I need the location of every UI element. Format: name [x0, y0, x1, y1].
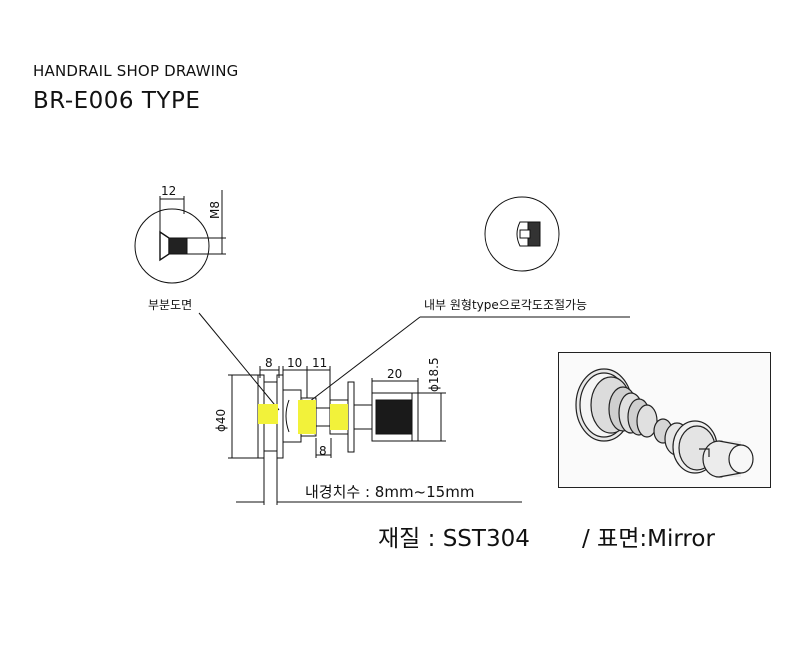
dim-8-top: 8 — [265, 356, 273, 370]
fitting-render-image — [575, 368, 754, 478]
highlight-marks — [258, 400, 348, 434]
dim-20: 20 — [387, 367, 402, 381]
drawing-title: BR-E006 TYPE — [33, 88, 201, 114]
dim-thread-label: M8 — [208, 201, 222, 219]
dim-width-label: 12 — [161, 184, 176, 198]
finish-spec: / 표면:Mirror — [582, 526, 715, 552]
screw-detail — [134, 190, 226, 284]
dim-d185: ϕ18.5 — [427, 357, 441, 392]
product-render — [558, 352, 771, 488]
dim-11: 11 — [312, 356, 327, 370]
insert-detail — [484, 196, 560, 272]
partial-drawing-caption: 부분도면 — [148, 298, 192, 312]
material-spec: 재질 : SST304 — [378, 526, 530, 552]
leader-right — [304, 316, 421, 406]
insert-detail-caption: 내부 원형type으로각도조절가능 — [424, 298, 587, 312]
drawing-subtitle: HANDRAIL SHOP DRAWING — [33, 62, 239, 80]
dim-8-bottom: 8 — [319, 444, 327, 458]
leader-left — [198, 312, 280, 411]
dim-d40: ϕ40 — [214, 409, 228, 432]
glass-thickness-label: 내경치수 : 8mm~15mm — [305, 483, 474, 501]
dim-10: 10 — [287, 356, 302, 370]
